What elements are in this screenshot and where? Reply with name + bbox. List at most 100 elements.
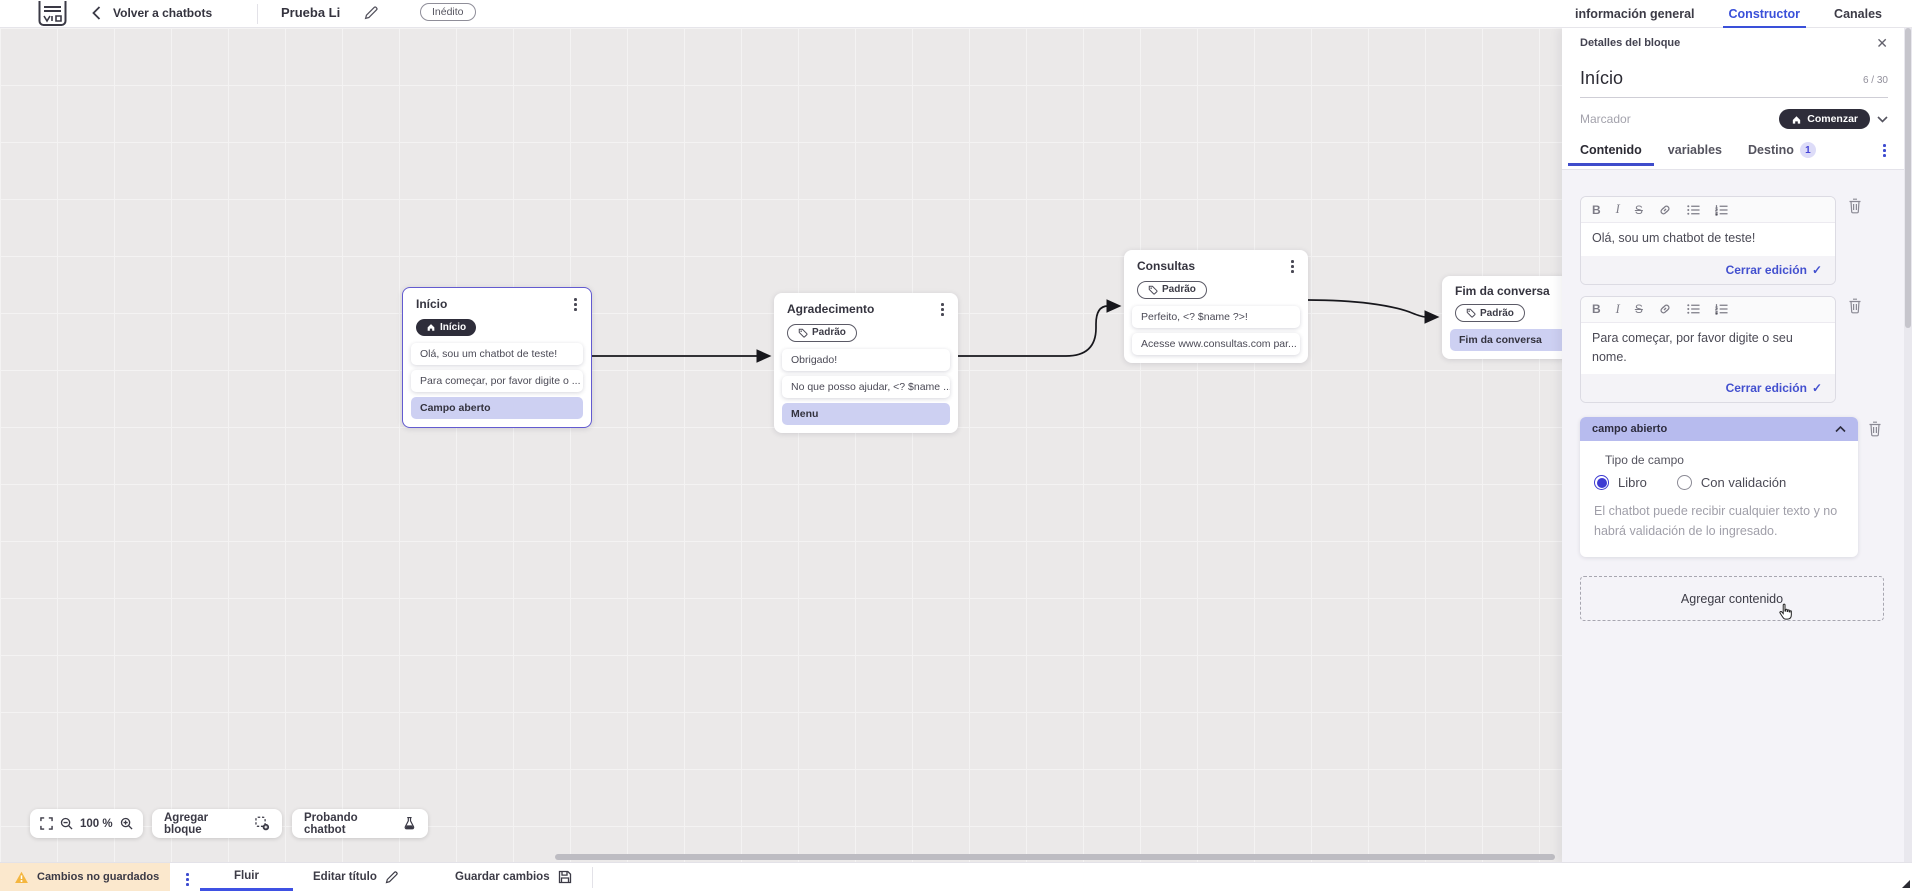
link-icon[interactable] — [1658, 203, 1672, 217]
trash-icon[interactable] — [1868, 421, 1882, 437]
flow-block-inicio[interactable]: Início Início Olá, sou um chatbot de tes… — [402, 287, 592, 429]
flow-canvas[interactable] — [0, 28, 1562, 862]
warning-icon — [15, 871, 28, 883]
tab-informacion-general[interactable]: información general — [1575, 7, 1695, 21]
close-edit-button[interactable]: Cerrar edición✓ — [1581, 255, 1835, 284]
home-icon — [427, 324, 435, 332]
hand-cursor-icon — [1778, 603, 1794, 623]
start-badge: Início — [416, 318, 477, 336]
close-edit-button[interactable]: Cerrar edición✓ — [1581, 374, 1835, 403]
chatbot-title: Prueba Li — [281, 5, 341, 20]
message-text[interactable]: Para começar, por favor digite o seu nom… — [1592, 330, 1793, 364]
tab-variables[interactable]: variables — [1667, 143, 1723, 158]
block-menu-icon[interactable] — [572, 296, 579, 313]
block-title: Fim da conversa — [1455, 284, 1550, 298]
panel-title: Detalles del bloque — [1580, 37, 1681, 49]
test-chatbot-label: Probando chatbot — [304, 811, 358, 836]
strikethrough-icon[interactable]: S — [1634, 202, 1643, 217]
edit-pencil-icon — [385, 871, 398, 884]
scroll-corner-icon — [1902, 880, 1910, 888]
link-icon[interactable] — [1658, 302, 1672, 316]
block-name-input[interactable] — [1580, 68, 1863, 89]
save-icon — [558, 870, 571, 884]
block-content-row[interactable]: Para começar, por favor digite o ... — [411, 370, 583, 393]
save-changes-button[interactable]: Guardar cambios — [455, 863, 572, 891]
block-content-row[interactable]: Obrigado! — [782, 348, 950, 371]
block-details-panel: Detalles del bloque ✕ 6 / 30 Marcador Co… — [1562, 28, 1912, 862]
block-end-row[interactable]: Fim da conversa — [1450, 329, 1584, 351]
text-content-editor: B I S Para começar, por favor digite o s… — [1580, 295, 1861, 404]
tag-icon — [1466, 308, 1476, 318]
block-menu-icon[interactable] — [1289, 258, 1296, 275]
numbered-list-icon[interactable] — [1714, 204, 1728, 216]
radio-con-validacion[interactable]: Con validación — [1676, 475, 1786, 491]
edit-title-button[interactable]: Editar título — [313, 863, 399, 891]
vertical-scrollbar[interactable] — [1904, 28, 1912, 862]
radio-libro[interactable]: Libro — [1594, 475, 1647, 491]
block-content-row[interactable]: Acesse www.consultas.com par... — [1132, 332, 1300, 355]
block-menu-icon[interactable] — [939, 301, 946, 318]
zoom-in-icon[interactable] — [120, 817, 133, 830]
canvas-horizontal-scrollbar[interactable] — [555, 854, 1555, 860]
zoom-level: 100 % — [80, 817, 113, 830]
strikethrough-icon[interactable]: S — [1634, 302, 1643, 317]
block-content-row[interactable]: Perfeito, <? $name ?>! — [1132, 305, 1300, 328]
check-icon: ✓ — [1811, 381, 1822, 396]
bottom-bar: Cambios no guardados Fluir Editar título… — [0, 862, 1912, 891]
tab-canales[interactable]: Canales — [1834, 7, 1882, 21]
bold-icon[interactable]: B — [1592, 302, 1601, 317]
trash-icon[interactable] — [1848, 198, 1862, 214]
flask-icon — [404, 816, 415, 830]
flow-block-agradecimento[interactable]: Agradecimento Padrão Obrigado! No que po… — [774, 293, 958, 433]
tab-contenido[interactable]: Contenido — [1568, 143, 1654, 167]
zoom-out-icon[interactable] — [60, 817, 73, 830]
block-menu-row[interactable]: Menu — [782, 402, 950, 425]
text-content-editor: B I S Olá, sou um chatbot de teste! Cerr… — [1580, 196, 1861, 285]
add-block-label: Agregar bloque — [164, 811, 209, 836]
block-title: Consultas — [1137, 259, 1196, 274]
char-counter: 6 / 30 — [1862, 75, 1888, 86]
destino-count-badge: 1 — [1799, 142, 1816, 159]
bullet-list-icon[interactable] — [1687, 303, 1700, 315]
add-content-button[interactable]: Agregar contenido — [1580, 576, 1884, 621]
back-icon[interactable] — [92, 6, 101, 20]
block-content-row[interactable]: No que posso ajudar, <? $name ... — [782, 375, 950, 398]
italic-icon[interactable]: I — [1615, 202, 1620, 216]
block-content-row[interactable]: Olá, sou um chatbot de teste! — [411, 343, 583, 366]
bold-icon[interactable]: B — [1592, 202, 1601, 217]
tab-destino[interactable]: Destino 1 — [1748, 142, 1816, 159]
numbered-list-icon[interactable] — [1714, 303, 1728, 316]
unsaved-changes-badge: Cambios no guardados — [0, 863, 170, 891]
chevron-down-icon[interactable] — [1877, 115, 1888, 123]
block-field-row[interactable]: Campo aberto — [411, 397, 583, 420]
flow-block-consultas[interactable]: Consultas Padrão Perfeito, <? $name ?>! … — [1124, 250, 1308, 363]
default-badge: Padrão — [1455, 304, 1525, 322]
trash-icon[interactable] — [1848, 298, 1862, 314]
message-text[interactable]: Olá, sou um chatbot de teste! — [1592, 231, 1756, 245]
app-logo[interactable] — [38, 1, 70, 27]
italic-icon[interactable]: I — [1615, 301, 1620, 316]
field-description: El chatbot puede recibir cualquier texto… — [1594, 504, 1838, 538]
tab-constructor[interactable]: Constructor — [1722, 0, 1806, 28]
main-tabs: información general Constructor Canales — [1575, 0, 1882, 28]
fullscreen-icon[interactable] — [40, 817, 53, 830]
bullet-list-icon[interactable] — [1687, 204, 1700, 216]
open-field-header[interactable]: campo abierto — [1580, 417, 1858, 442]
edit-pencil-icon[interactable] — [364, 5, 379, 20]
field-type-label: Tipo de campo — [1605, 453, 1684, 468]
marker-select[interactable]: Comenzar — [1779, 109, 1870, 129]
footer-menu-icon[interactable] — [184, 871, 191, 888]
back-to-chatbots-link[interactable]: Volver a chatbots — [113, 6, 213, 20]
test-chatbot-button[interactable]: Probando chatbot — [292, 809, 428, 838]
add-block-button[interactable]: Agregar bloque — [152, 809, 282, 838]
top-header: Volver a chatbots Prueba Li Inédito info… — [0, 0, 1912, 28]
tab-fluir[interactable]: Fluir — [200, 863, 293, 891]
footer-divider — [592, 867, 593, 888]
default-badge: Padrão — [787, 323, 857, 342]
panel-menu-icon[interactable] — [1881, 142, 1888, 159]
close-icon[interactable]: ✕ — [1876, 35, 1888, 51]
header-divider — [257, 4, 258, 24]
add-block-icon — [255, 816, 270, 831]
tag-icon — [798, 328, 808, 338]
